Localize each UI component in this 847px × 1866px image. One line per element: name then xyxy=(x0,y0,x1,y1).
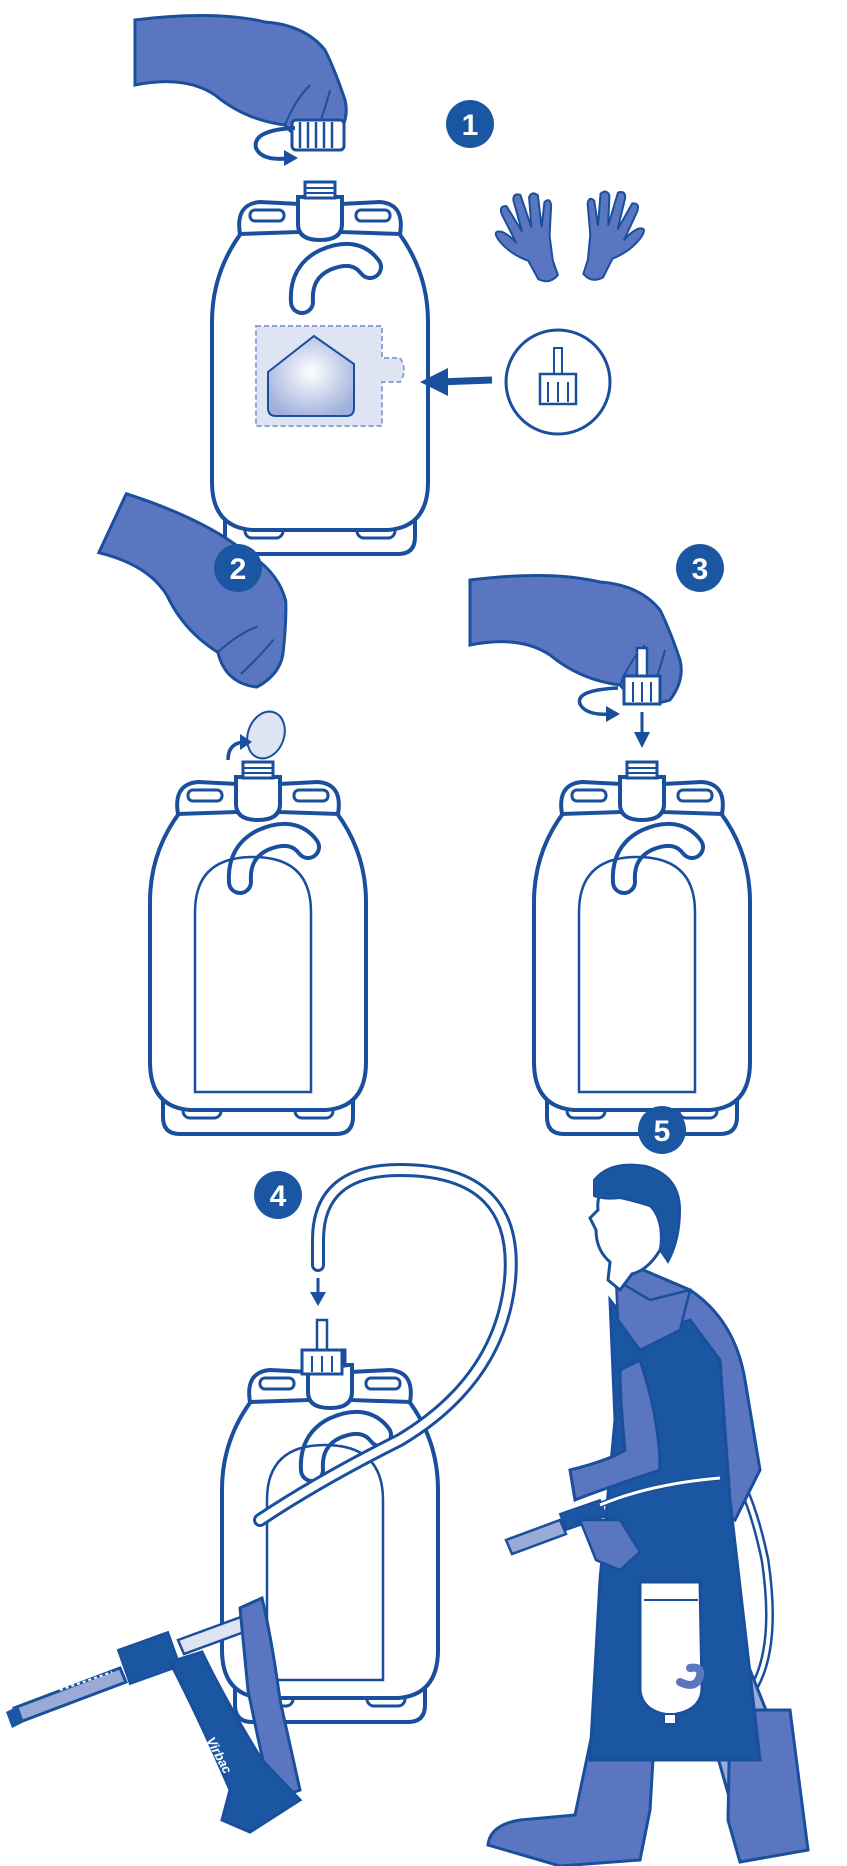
arrow-icon xyxy=(420,368,492,396)
seal-icon xyxy=(241,706,291,763)
step-badge-5: 5 xyxy=(638,1106,686,1154)
svg-text:3: 3 xyxy=(692,553,709,586)
person-icon xyxy=(488,1165,808,1866)
svg-text:1: 1 xyxy=(462,109,479,142)
cap-icon xyxy=(292,120,344,150)
container xyxy=(534,762,750,1134)
step-badge-3: 3 xyxy=(676,544,724,592)
connector-icon xyxy=(302,1320,342,1374)
step-2: 2 xyxy=(74,490,366,1134)
step-4: Virbac 4 xyxy=(6,1170,511,1832)
seal-icon xyxy=(256,326,404,426)
arrow-icon xyxy=(634,712,650,748)
svg-text:2: 2 xyxy=(230,553,247,586)
step-badge-2: 2 xyxy=(214,544,262,592)
step-badge-4: 4 xyxy=(254,1171,302,1219)
arrow-icon xyxy=(310,1278,326,1306)
svg-text:5: 5 xyxy=(654,1115,671,1148)
step-3: 3 xyxy=(470,544,750,1134)
svg-text:4: 4 xyxy=(270,1180,287,1213)
drench-gun-icon: Virbac xyxy=(6,1598,300,1832)
step-1: 1 xyxy=(135,15,650,554)
connector-icon xyxy=(506,330,610,434)
step-badge-1: 1 xyxy=(446,100,494,148)
gloves-icon xyxy=(489,187,650,290)
step-5: 5 xyxy=(488,1106,808,1866)
container xyxy=(150,762,366,1134)
rotate-arrow-icon xyxy=(579,688,620,722)
